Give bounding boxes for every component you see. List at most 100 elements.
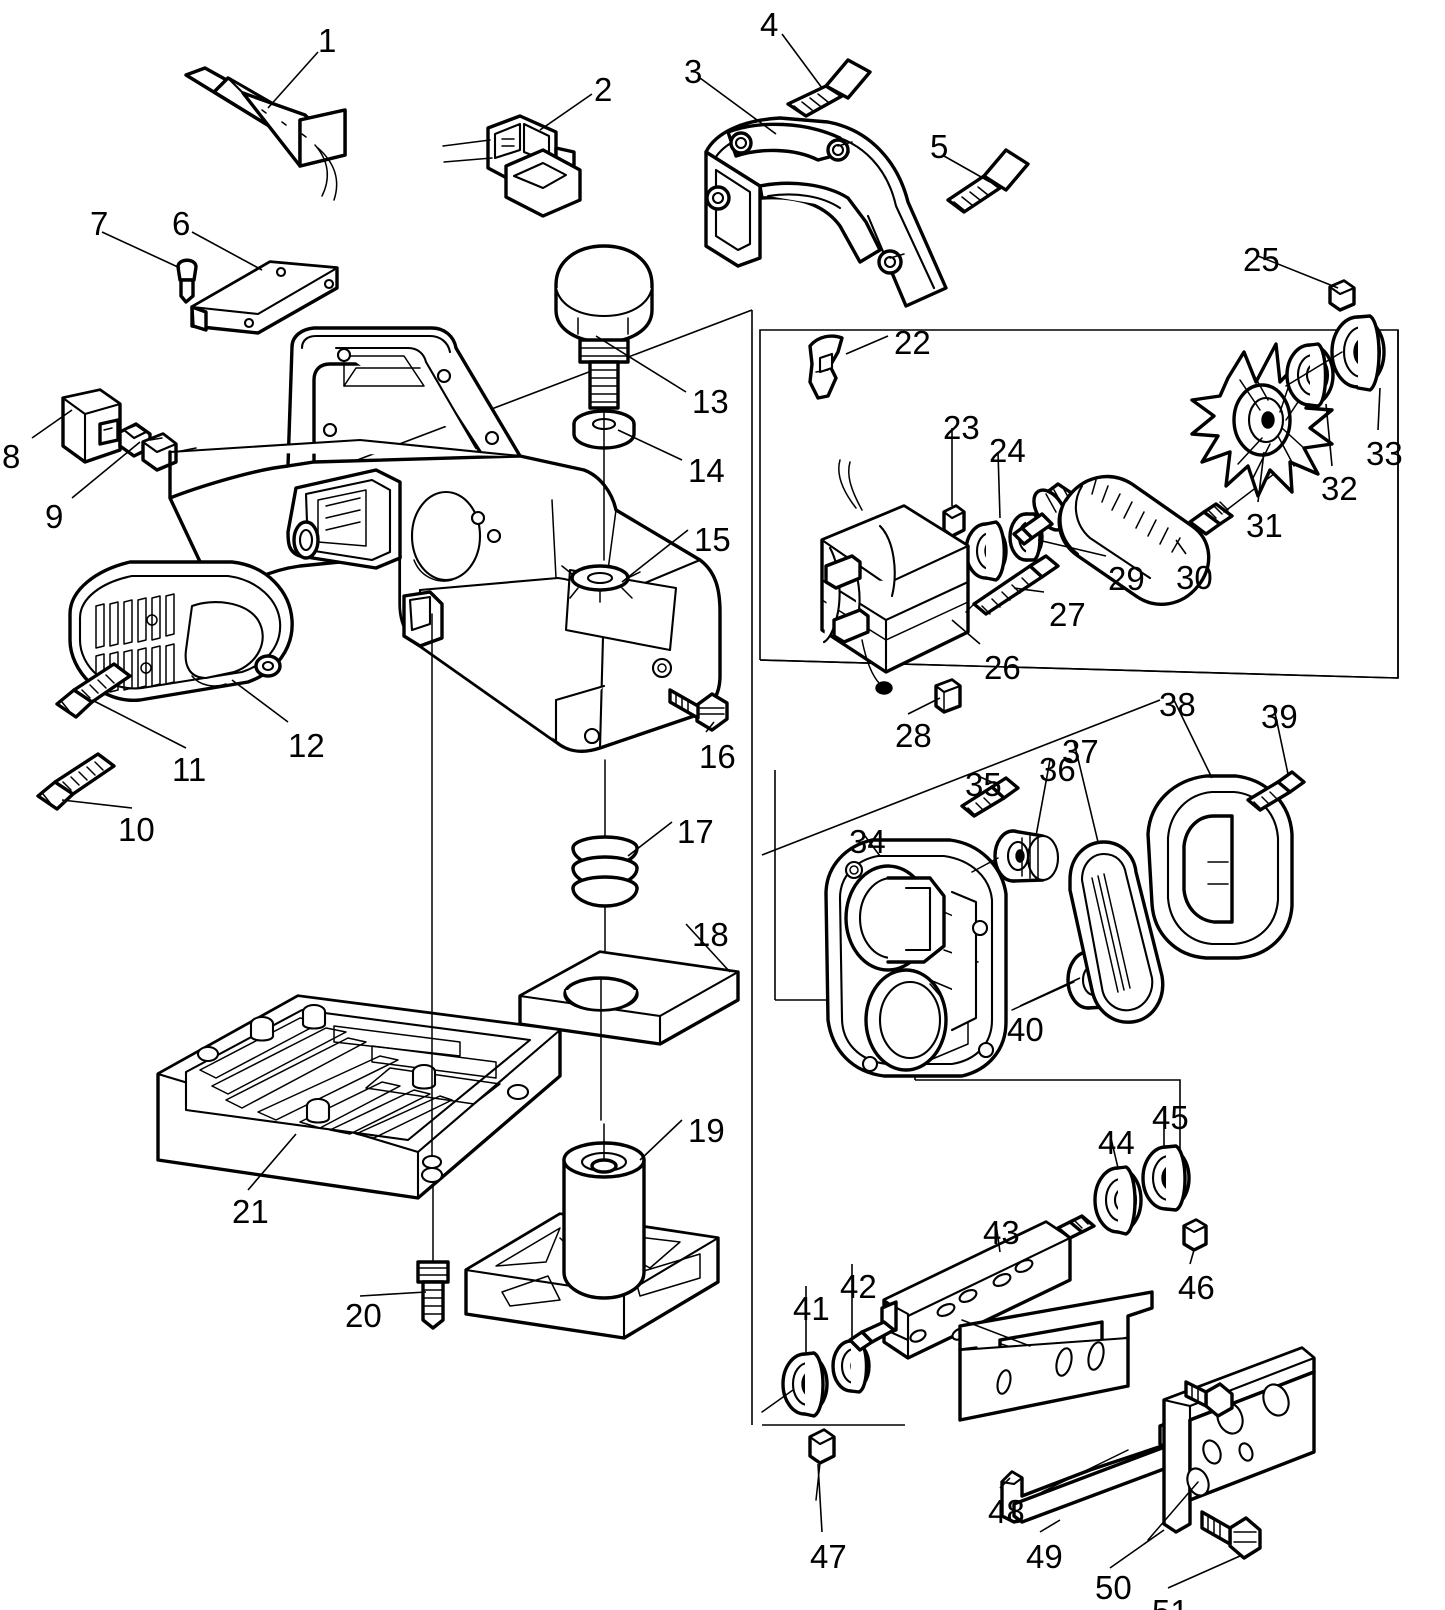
part-38-belt-cover bbox=[1146, 774, 1294, 960]
callout-number-33: 33 bbox=[1366, 435, 1403, 472]
callout-number-42: 42 bbox=[840, 1268, 877, 1305]
part-32-washer-fan-side bbox=[1285, 342, 1335, 408]
part-39-tapping-screw-cover bbox=[1246, 770, 1306, 812]
callout-number-23: 23 bbox=[943, 409, 980, 446]
callout-number-30: 30 bbox=[1176, 559, 1213, 596]
part-13-depth-adjust-knob bbox=[554, 244, 654, 410]
part-50-drum-cover-plate bbox=[1147, 1346, 1316, 1541]
part-21-rear-base bbox=[156, 613, 562, 1200]
callout-number-9: 9 bbox=[45, 498, 64, 535]
part-6-name-plate bbox=[190, 260, 339, 335]
callout-number-37: 37 bbox=[1062, 733, 1099, 770]
part-10-pan-head-screw-long bbox=[36, 752, 116, 811]
part-17-compression-spring bbox=[571, 759, 639, 961]
callout-number-25: 25 bbox=[1243, 241, 1280, 278]
callout-number-5: 5 bbox=[930, 128, 949, 165]
callout-number-50: 50 bbox=[1095, 1569, 1132, 1606]
callout-number-21: 21 bbox=[232, 1193, 269, 1230]
callout-number-3: 3 bbox=[684, 53, 703, 90]
callout-number-43: 43 bbox=[983, 1214, 1020, 1251]
callout-number-14: 14 bbox=[688, 452, 725, 489]
part-2-switch bbox=[442, 114, 582, 218]
part-15-main-housing bbox=[168, 326, 722, 754]
callout-number-18: 18 bbox=[692, 916, 729, 953]
callout-number-20: 20 bbox=[345, 1297, 382, 1334]
callout-number-28: 28 bbox=[895, 717, 932, 754]
part-37-drive-belt bbox=[1068, 840, 1165, 1024]
callout-number-15: 15 bbox=[694, 521, 731, 558]
part-35-tapping-screw-belt bbox=[960, 776, 1020, 818]
part-43-cutter-drum bbox=[848, 1214, 1096, 1360]
callout-number-44: 44 bbox=[1098, 1124, 1135, 1161]
part-5-tapping-screw bbox=[946, 148, 1030, 214]
callout-number-45: 45 bbox=[1152, 1099, 1189, 1136]
part-46-woodruff-key-drum bbox=[1182, 1218, 1208, 1252]
callout-number-16: 16 bbox=[699, 738, 736, 775]
callout-number-19: 19 bbox=[688, 1112, 725, 1149]
part-16-hex-flange-bolt bbox=[668, 688, 729, 732]
part-1-cord-assembly bbox=[184, 66, 347, 201]
part-27-tapping-screw-field bbox=[965, 554, 1060, 616]
part-3-handle-cover bbox=[704, 116, 948, 308]
part-4-tapping-screw bbox=[786, 58, 872, 118]
callout-number-47: 47 bbox=[810, 1538, 847, 1575]
callout-number-1: 1 bbox=[318, 22, 337, 59]
callout-number-41: 41 bbox=[793, 1290, 830, 1327]
callout-number-17: 17 bbox=[677, 813, 714, 850]
part-24-ball-bearing-rear bbox=[964, 520, 1008, 582]
part-44-bearing-washer-right bbox=[1093, 1165, 1143, 1236]
part-42-bearing-washer-left bbox=[831, 1338, 871, 1394]
callout-number-22: 22 bbox=[894, 324, 931, 361]
callout-number-2: 2 bbox=[594, 71, 613, 108]
callout-number-34: 34 bbox=[849, 823, 886, 860]
callout-number-40: 40 bbox=[1007, 1011, 1044, 1048]
part-51-hex-socket-head-bolt bbox=[1200, 1510, 1262, 1560]
part-45-ball-bearing-right bbox=[1141, 1144, 1191, 1212]
callout-number-11: 11 bbox=[172, 751, 207, 788]
part-8-cord-protector bbox=[61, 388, 122, 464]
part-12-motor-housing-cover bbox=[68, 560, 294, 702]
callout-number-26: 26 bbox=[984, 649, 1021, 686]
callout-number-27: 27 bbox=[1049, 596, 1086, 633]
callout-number-36: 36 bbox=[1039, 751, 1076, 788]
callout-number-39: 39 bbox=[1261, 698, 1298, 735]
group-divider-lines bbox=[351, 309, 1399, 1426]
part-20-pan-head-screw-base bbox=[416, 1185, 450, 1330]
part-34-gear-housing bbox=[824, 838, 1008, 1078]
callout-number-31: 31 bbox=[1246, 507, 1283, 544]
part-47-woodruff-key-pulley bbox=[808, 1428, 836, 1501]
part-19-front-base-guide bbox=[464, 1123, 720, 1340]
callout-number-10: 10 bbox=[118, 811, 155, 848]
part-36-pulley-upper bbox=[971, 829, 1060, 883]
part-9-cord-clip bbox=[118, 422, 197, 472]
callout-number-49: 49 bbox=[1026, 1538, 1063, 1575]
part-25-retaining-ring bbox=[1328, 279, 1356, 312]
part-51b-hex-bolt-middle bbox=[1184, 1380, 1234, 1418]
part-26-field-stator bbox=[820, 459, 970, 695]
callout-number-8: 8 bbox=[2, 438, 21, 475]
part-11-pan-head-screw bbox=[55, 662, 132, 719]
callout-number-29: 29 bbox=[1108, 560, 1145, 597]
callout-number-12: 12 bbox=[288, 727, 325, 764]
callout-number-35: 35 bbox=[965, 766, 1002, 803]
callout-number-51: 51 bbox=[1152, 1595, 1189, 1610]
part-41-ball-bearing-left bbox=[761, 1351, 829, 1418]
callout-number-48: 48 bbox=[988, 1493, 1025, 1530]
callout-number-7: 7 bbox=[90, 205, 109, 242]
part-7-rivet bbox=[176, 258, 198, 304]
callout-number-4: 4 bbox=[760, 6, 779, 43]
part-30-armature bbox=[1012, 453, 1301, 606]
part-49-planer-blade bbox=[1000, 1418, 1190, 1524]
part-28-carbon-brush bbox=[934, 678, 962, 714]
callout-number-24: 24 bbox=[989, 432, 1026, 469]
leader-lines bbox=[31, 33, 1381, 1589]
callout-number-32: 32 bbox=[1321, 470, 1358, 507]
callout-number-13: 13 bbox=[692, 383, 729, 420]
part-33-ball-bearing-front bbox=[1285, 314, 1386, 392]
callout-number-6: 6 bbox=[172, 205, 191, 242]
callout-number-38: 38 bbox=[1159, 686, 1196, 723]
callout-number-46: 46 bbox=[1178, 1269, 1215, 1306]
part-22-brush-holder-cap bbox=[808, 334, 844, 400]
